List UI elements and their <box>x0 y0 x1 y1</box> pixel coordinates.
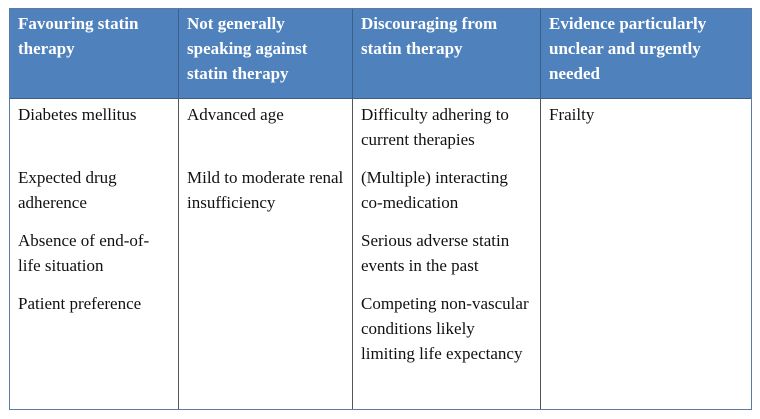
header-evidence-unclear: Evidence particularly unclear and urgent… <box>549 14 707 83</box>
list-item: Mild to moderate renal insufficiency <box>187 168 344 212</box>
cell-evidence-unclear: Frailty <box>541 99 751 409</box>
list-item: Difficulty adhering to current therapies <box>361 105 509 149</box>
list-item: Serious adverse statin events in the pas… <box>361 231 510 275</box>
list-item: (Multiple) interacting co-medication <box>361 168 508 212</box>
cell-discouraging: Difficulty adhering to current therapies… <box>353 99 541 409</box>
list-item: Frailty <box>549 105 595 124</box>
table-body-row: Diabetes mellitus Expected drug adherenc… <box>10 98 751 409</box>
list-item: Absence of end-of-life situation <box>18 231 150 275</box>
list-item: Patient preference <box>18 294 142 313</box>
cell-favouring: Diabetes mellitus Expected drug adherenc… <box>10 99 179 409</box>
header-discouraging: Discouraging from statin therapy <box>353 9 541 98</box>
cell-not-against: Advanced age Mild to moderate renal insu… <box>179 99 353 409</box>
header-favouring: Favouring statin therapy <box>10 9 179 98</box>
list-item: Expected drug adherence <box>18 168 117 212</box>
header-not-against: Not generally speaking against statin th… <box>179 9 353 98</box>
list-item: Competing non-vascular conditions likely… <box>361 294 529 363</box>
list-item: Diabetes mellitus <box>18 105 137 124</box>
table-header-row: Favouring statin therapy Not generally s… <box>10 9 751 98</box>
list-item: Advanced age <box>187 105 284 124</box>
statin-therapy-table: Favouring statin therapy Not generally s… <box>9 8 752 410</box>
